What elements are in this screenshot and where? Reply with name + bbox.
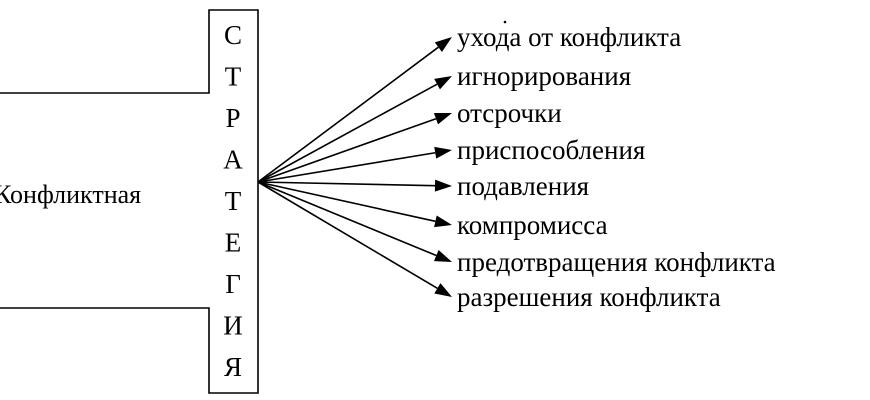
arrowhead-icon xyxy=(433,113,452,125)
strategy-label: игнорирования xyxy=(457,61,631,91)
arrow-line xyxy=(257,46,439,183)
arrowhead-icon xyxy=(434,215,452,228)
arrow-line xyxy=(257,151,436,183)
strategy-label: разрешения конфликта xyxy=(457,282,721,312)
arrowhead-icon xyxy=(434,283,452,297)
vertical-letter: Т xyxy=(225,62,242,92)
strategy-label: подавления xyxy=(457,171,589,201)
vertical-letter: Р xyxy=(225,103,240,133)
arrow-line xyxy=(257,181,436,223)
arrowhead-icon xyxy=(433,249,452,262)
strategy-labels: ухода от конфликта игнорирования отсрочки п… xyxy=(457,22,776,312)
strategy-label: приспособления xyxy=(457,135,645,165)
strategy-label: компромисса xyxy=(457,210,608,240)
arrows xyxy=(257,37,452,297)
arrowhead-icon xyxy=(434,179,452,192)
strategy-label: отсрочки xyxy=(457,98,562,128)
arrow-line xyxy=(257,117,437,183)
arrowhead-icon xyxy=(434,76,452,90)
vertical-letter: Е xyxy=(225,228,242,258)
vertical-letter: Г xyxy=(225,269,241,299)
bracket-outline xyxy=(0,9,259,394)
strategy-label: предотвращения конфликта xyxy=(457,247,776,277)
arrow-line xyxy=(257,181,438,290)
strategy-label: ухода от конфликта xyxy=(457,22,681,52)
vertical-letter: А xyxy=(223,145,243,175)
speck xyxy=(503,20,507,24)
vertical-letter: Т xyxy=(225,186,242,216)
arrow-line xyxy=(257,181,437,257)
arrow-line xyxy=(257,83,438,183)
source-bracket xyxy=(0,9,259,394)
arrow-line xyxy=(257,181,436,187)
arrowhead-icon xyxy=(434,37,452,52)
source-label: Конфликтная xyxy=(0,180,141,209)
arrowhead-icon xyxy=(434,146,452,159)
vertical-letter: С xyxy=(224,20,242,50)
vertical-letter: И xyxy=(223,311,243,341)
vertical-letter: Я xyxy=(224,352,242,382)
